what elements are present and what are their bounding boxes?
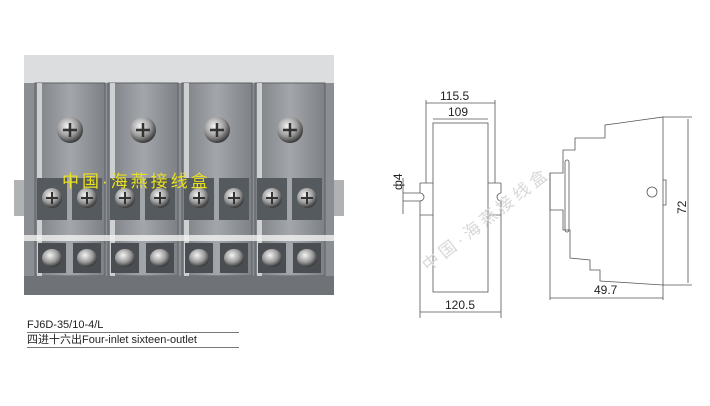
transparent-cover bbox=[24, 55, 334, 83]
model-number: FJ6D-35/10-4/L bbox=[27, 318, 239, 333]
side-view-drawing bbox=[549, 116, 692, 300]
bottom-screw-icon bbox=[224, 249, 244, 267]
screw-slot bbox=[301, 192, 313, 204]
screw-slot bbox=[63, 123, 77, 137]
bottom-screw-icon bbox=[297, 249, 317, 267]
product-description: 四进十六出Four-inlet sixteen-outlet bbox=[27, 333, 239, 348]
bottom-screw-icon bbox=[150, 249, 170, 267]
screw-slot bbox=[136, 123, 150, 137]
screw-slot bbox=[46, 192, 58, 204]
bottom-screw-icon bbox=[189, 249, 209, 267]
watermark-photo: 中国·海燕接线盒 bbox=[62, 172, 211, 191]
screw-slot bbox=[283, 123, 297, 137]
bottom-screw-icon bbox=[115, 249, 135, 267]
screw-slot bbox=[266, 192, 278, 204]
screw-slot bbox=[210, 123, 224, 137]
terminal-block-photo: 中国·海燕接线盒 bbox=[14, 55, 344, 295]
screw-slot bbox=[228, 192, 240, 204]
watermark-drawing: 中国·海燕接线盒 bbox=[419, 164, 554, 275]
screw-slot bbox=[193, 192, 205, 204]
dim-72: 72 bbox=[675, 200, 689, 214]
screw-slot bbox=[81, 192, 93, 204]
bottom-screw-icon bbox=[42, 249, 62, 267]
bottom-screw-icon bbox=[77, 249, 97, 267]
front-view-drawing bbox=[402, 100, 502, 318]
dim-hole-diameter: ф4 bbox=[391, 173, 405, 190]
dim-49-7: 49.7 bbox=[594, 283, 618, 297]
screw-slot bbox=[119, 192, 131, 204]
dim-109: 109 bbox=[448, 105, 468, 119]
screw-slot bbox=[154, 192, 166, 204]
block-base bbox=[24, 276, 334, 295]
dim-120-5: 120.5 bbox=[445, 298, 475, 312]
dim-115-5: 115.5 bbox=[440, 89, 469, 103]
bottom-screw-icon bbox=[262, 249, 282, 267]
